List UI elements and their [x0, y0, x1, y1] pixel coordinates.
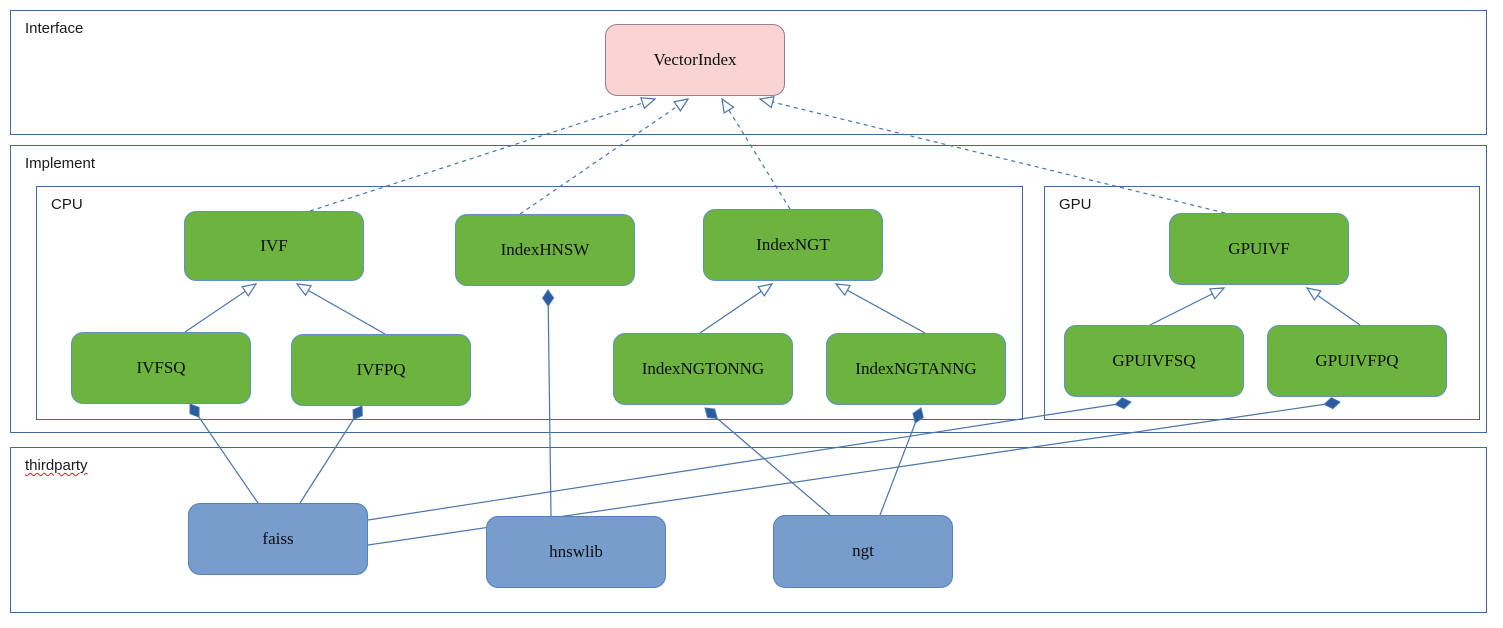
node-ivfpq[interactable]: IVFPQ	[291, 334, 471, 406]
node-label-vectorindex: VectorIndex	[653, 49, 737, 69]
node-ivf[interactable]: IVF	[184, 211, 364, 281]
node-vectorindex[interactable]: VectorIndex	[605, 24, 785, 96]
node-hnswlib[interactable]: hnswlib	[486, 516, 666, 588]
node-indexhnsw[interactable]: IndexHNSW	[455, 214, 635, 286]
node-gpuivfpq[interactable]: GPUIVFPQ	[1267, 325, 1447, 397]
group-label-interface: Interface	[25, 20, 84, 37]
node-label-gpuivfsq: GPUIVFSQ	[1112, 350, 1196, 370]
node-label-indexhnsw: IndexHNSW	[500, 239, 590, 259]
node-ivfsq[interactable]: IVFSQ	[71, 332, 251, 404]
node-label-hnswlib: hnswlib	[549, 541, 603, 561]
group-label-implement: Implement	[25, 155, 96, 172]
group-label-gpu: GPU	[1059, 196, 1092, 213]
node-label-gpuivfpq: GPUIVFPQ	[1315, 350, 1399, 370]
node-gpuivfsq[interactable]: GPUIVFSQ	[1064, 325, 1244, 397]
node-indexngtanng[interactable]: IndexNGTANNG	[826, 333, 1006, 405]
node-label-indexngtanng: IndexNGTANNG	[855, 358, 977, 378]
node-label-faiss: faiss	[262, 528, 294, 548]
node-label-gpuivf: GPUIVF	[1228, 238, 1290, 258]
node-indexngtonng[interactable]: IndexNGTONNG	[613, 333, 793, 405]
node-label-ivfpq: IVFPQ	[356, 359, 406, 379]
node-label-ivf: IVF	[260, 235, 288, 255]
node-faiss[interactable]: faiss	[188, 503, 368, 575]
node-label-indexngtonng: IndexNGTONNG	[641, 358, 765, 378]
node-label-ngt: ngt	[852, 541, 874, 561]
node-label-indexngt: IndexNGT	[756, 234, 830, 254]
group-label-cpu: CPU	[51, 196, 83, 213]
node-ngt[interactable]: ngt	[773, 515, 953, 588]
node-indexngt[interactable]: IndexNGT	[703, 209, 883, 281]
node-label-ivfsq: IVFSQ	[136, 357, 186, 377]
group-label-thirdparty: thirdparty	[25, 457, 88, 474]
node-gpuivf[interactable]: GPUIVF	[1169, 213, 1349, 285]
